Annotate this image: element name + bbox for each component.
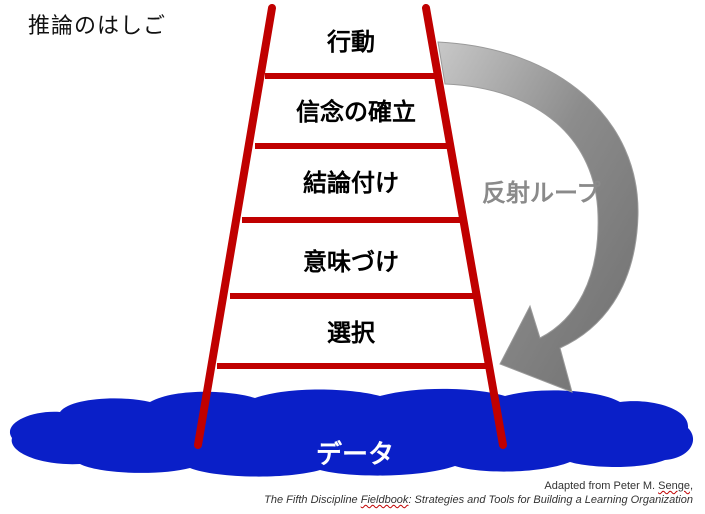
rung-label-action: 行動 [327, 28, 375, 56]
ladder-rail-left [194, 4, 276, 449]
credit-author-name: Senge [658, 480, 690, 492]
data-label: データ [315, 440, 394, 470]
credit-line-author: Adapted from Peter M. Senge, [544, 480, 693, 492]
ladder-rail-right [422, 4, 507, 449]
credit-book-word: Fieldbook [360, 494, 409, 506]
credit-line-book: The Fifth Discipline Fieldbook: Strategi… [264, 494, 693, 506]
rung-label-conclusions: 結論付け [303, 169, 399, 197]
credit-book-prefix: The Fifth Discipline [264, 494, 361, 506]
reflexive-loop-arrow [437, 41, 639, 393]
diagram-title: 推論のはしご [28, 14, 167, 39]
reflexive-loop-label: 反射ループ [482, 179, 601, 207]
rung-label-selection: 選択 [327, 319, 375, 347]
credit-suffix: , [689, 480, 693, 492]
credit-book-suffix: : Strategies and Tools for Building a Le… [408, 494, 693, 506]
credit-prefix: Adapted from Peter M. [544, 480, 659, 492]
rung-label-beliefs: 信念の確立 [296, 98, 416, 126]
data-puddle [9, 388, 694, 477]
rung-label-meaning: 意味づけ [303, 248, 399, 276]
ladder [194, 4, 507, 449]
